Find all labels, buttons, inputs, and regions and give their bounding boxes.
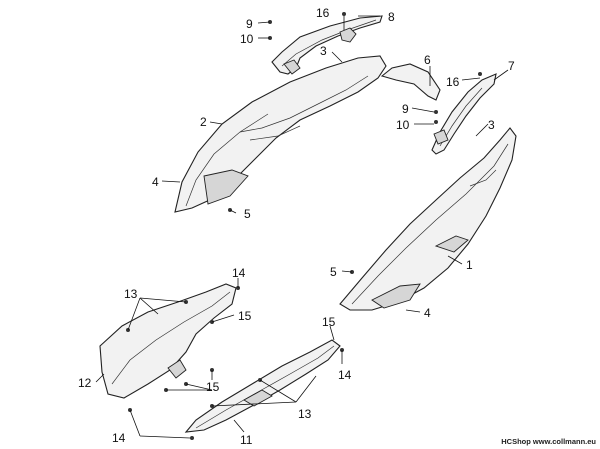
callout-6: 6 bbox=[424, 53, 431, 67]
leader-lines bbox=[95, 15, 509, 439]
callout-labels: 9 10 16 8 3 6 16 7 2 9 10 3 4 5 1 5 4 14… bbox=[78, 6, 515, 447]
callout-10-right: 10 bbox=[396, 118, 410, 132]
callout-7: 7 bbox=[508, 59, 515, 73]
callout-5-left: 5 bbox=[244, 207, 251, 221]
callout-2: 2 bbox=[200, 115, 207, 129]
watermark-text: HCShop www.collmann.eu bbox=[501, 437, 596, 446]
callout-5-right: 5 bbox=[330, 265, 337, 279]
callout-4-right: 4 bbox=[424, 306, 431, 320]
callout-14-right: 14 bbox=[338, 368, 352, 382]
grab-handle-left bbox=[271, 15, 383, 75]
callout-3-top: 3 bbox=[320, 44, 327, 58]
callout-8: 8 bbox=[388, 10, 395, 24]
callout-13-left: 13 bbox=[124, 287, 138, 301]
callout-10-top: 10 bbox=[240, 32, 254, 46]
callout-14-upper: 14 bbox=[232, 266, 246, 280]
callout-14-bottom: 14 bbox=[112, 431, 126, 445]
callout-15-middle: 15 bbox=[206, 380, 220, 394]
grab-handle-right bbox=[380, 63, 497, 155]
lower-cover-left bbox=[99, 283, 237, 399]
side-panel-left bbox=[174, 55, 387, 213]
callout-12: 12 bbox=[78, 376, 92, 390]
callout-1: 1 bbox=[466, 258, 473, 272]
callout-16-right: 16 bbox=[446, 75, 460, 89]
callout-15-left: 15 bbox=[238, 309, 252, 323]
callout-9-right: 9 bbox=[402, 102, 409, 116]
side-panel-right bbox=[339, 127, 517, 311]
callout-11: 11 bbox=[240, 433, 253, 447]
callout-15-right: 15 bbox=[322, 315, 336, 329]
callout-13-right: 13 bbox=[298, 407, 312, 421]
callout-3-right: 3 bbox=[488, 118, 495, 132]
lower-cover-right bbox=[184, 339, 341, 433]
callout-4-left: 4 bbox=[152, 175, 159, 189]
callout-9-top: 9 bbox=[246, 17, 253, 31]
callout-16-top: 16 bbox=[316, 6, 330, 20]
